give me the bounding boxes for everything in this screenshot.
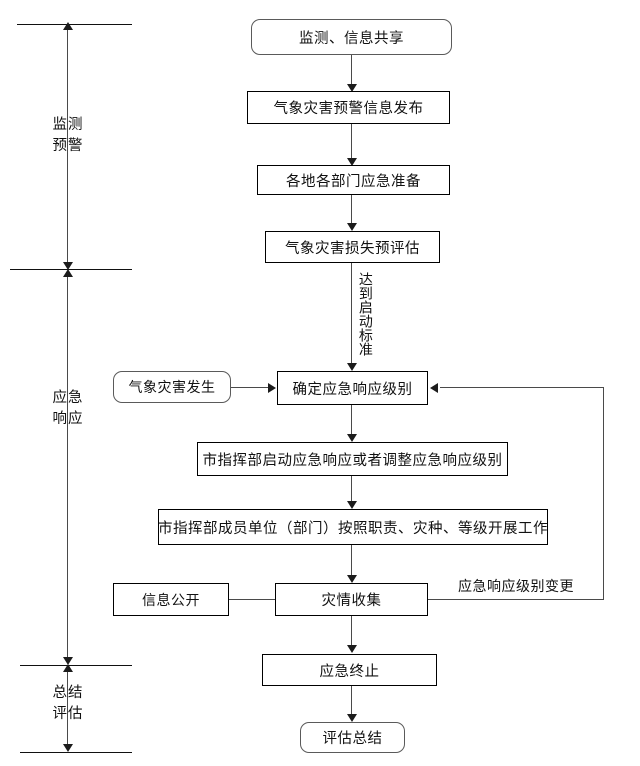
edge-n7-n8 [351, 475, 353, 501]
node-member-units-work[interactable]: 市指挥部成员单位（部门）按照职责、灾种、等级开展工作 [158, 509, 548, 545]
phase-arrow-response-top [63, 269, 73, 277]
phase-divider-top [17, 24, 132, 26]
phase-divider-bottom [20, 752, 132, 754]
edge-n11-n12-arrow [347, 714, 357, 722]
node-launch-or-adjust-response[interactable]: 市指挥部启动应急响应或者调整应急响应级别 [197, 442, 508, 476]
edge-n7-n8-arrow [347, 501, 357, 509]
edge-n11-n12 [351, 685, 353, 715]
edge-n6-n7-arrow [347, 434, 357, 442]
node-monitoring-info-sharing[interactable]: 监测、信息共享 [251, 19, 452, 55]
node-information-disclosure[interactable]: 信息公开 [113, 583, 229, 616]
edge-n6-n7 [351, 404, 353, 434]
edge-n3-n4 [351, 194, 353, 224]
node-warning-release[interactable]: 气象灾害预警信息发布 [247, 91, 450, 124]
edge-n4-n6-arrow [347, 363, 357, 371]
edge-feedback-riser [603, 388, 605, 600]
phase-label-monitor: 监测 预警 [52, 117, 84, 155]
phase-axis-summary [67, 668, 69, 750]
edge-label-trigger: 达到启动标准 [356, 272, 373, 356]
phase-label-summary: 总结 评估 [52, 685, 84, 723]
edge-feedback-bottom [428, 599, 604, 601]
edge-n5-n6-arrow [268, 383, 276, 393]
edge-n2-n3-arrow [347, 158, 357, 166]
node-disaster-occurs[interactable]: 气象灾害发生 [113, 371, 231, 403]
edge-n8-n10 [351, 544, 353, 575]
edge-label-feedback: 应急响应级别变更 [458, 579, 574, 595]
edge-n1-n2 [351, 54, 353, 86]
node-determine-response-level[interactable]: 确定应急响应级别 [277, 371, 428, 405]
edge-n1-n2-arrow [347, 84, 357, 92]
phase-axis-response [67, 272, 69, 662]
node-emergency-termination[interactable]: 应急终止 [262, 654, 437, 686]
edge-n10-n11 [351, 615, 353, 646]
node-department-preparation[interactable]: 各地各部门应急准备 [257, 165, 450, 195]
phase-label-response: 应急 响应 [52, 390, 84, 428]
phase-divider-lower [20, 665, 132, 667]
edge-feedback-arrow [430, 383, 438, 393]
phase-arrow-summary-top [63, 664, 73, 672]
node-assessment-summary[interactable]: 评估总结 [300, 722, 405, 753]
edge-n3-n4-arrow [347, 223, 357, 231]
edge-n5-n6 [231, 387, 269, 389]
phase-axis-monitor [67, 26, 69, 268]
phase-arrow-monitor-top [63, 22, 73, 30]
edge-n8-n10-arrow [347, 575, 357, 583]
node-disaster-data-collection[interactable]: 灾情收集 [275, 583, 428, 616]
phase-arrow-summary-bottom [63, 744, 73, 752]
edge-n10-n11-arrow [347, 645, 357, 653]
phase-arrow-response-bottom [63, 657, 73, 665]
edge-n2-n3 [351, 123, 353, 159]
edge-feedback-top [440, 387, 604, 389]
edge-n4-n6 [351, 262, 353, 364]
edge-n9-n10 [229, 599, 276, 601]
node-loss-preassessment[interactable]: 气象灾害损失预评估 [265, 231, 440, 263]
phase-arrow-monitor-bottom [63, 262, 73, 270]
